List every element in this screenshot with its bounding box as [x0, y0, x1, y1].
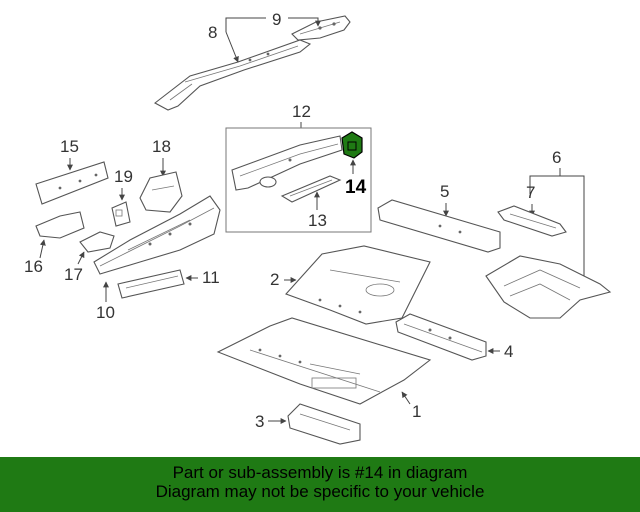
group-12-box	[225, 127, 372, 233]
part-8-rail[interactable]	[153, 39, 312, 111]
callout-6: 6	[552, 148, 561, 167]
callout-16: 16	[24, 257, 43, 276]
part-15-panel[interactable]	[35, 161, 109, 205]
part-18-bracket[interactable]	[139, 171, 183, 213]
callout-3: 3	[255, 412, 264, 431]
callout-12: 12	[292, 102, 311, 121]
callout-14: 14	[345, 177, 367, 198]
parts-diagram: 8 9 12 14 13 15 18 19	[24, 10, 612, 445]
part-1-main-floor[interactable]	[216, 317, 432, 405]
part-19-plate[interactable]	[111, 201, 131, 227]
callout-18: 18	[152, 137, 171, 156]
notice-banner: Part or sub-assembly is #14 in diagram D…	[0, 457, 640, 512]
part-12-rail[interactable]	[231, 135, 343, 191]
callout-17: 17	[64, 265, 83, 284]
callout-15: 15	[60, 137, 79, 156]
part-6-wheelhouse[interactable]	[485, 255, 612, 319]
callout-19: 19	[114, 167, 133, 186]
part-16-bracket[interactable]	[35, 211, 85, 239]
banner-line-2: Diagram may not be specific to your vehi…	[155, 482, 485, 501]
callout-5: 5	[440, 182, 449, 201]
part-13-bracket[interactable]	[280, 175, 342, 203]
callout-10: 10	[96, 303, 115, 322]
callout-11: 11	[202, 268, 220, 287]
callout-8: 8	[208, 23, 217, 42]
callout-13: 13	[308, 211, 327, 230]
part-14-bracket[interactable]	[341, 131, 363, 159]
callout-9: 9	[272, 10, 281, 29]
callout-7: 7	[526, 183, 535, 202]
part-11-reinforcement[interactable]	[117, 269, 185, 299]
callout-4: 4	[504, 342, 513, 361]
part-7-bracket[interactable]	[497, 205, 567, 237]
part-2-floor-pan[interactable]	[285, 245, 431, 325]
part-4-crossmember[interactable]	[395, 313, 487, 361]
part-5-panel[interactable]	[377, 199, 501, 253]
part-9-bracket[interactable]	[291, 15, 351, 41]
banner-line-1: Part or sub-assembly is #14 in diagram	[172, 463, 468, 482]
part-3-panel[interactable]	[287, 403, 361, 445]
callout-1: 1	[412, 402, 421, 421]
part-17-bracket[interactable]	[79, 231, 115, 253]
part-10-rail[interactable]	[93, 195, 221, 275]
callout-2: 2	[270, 270, 279, 289]
